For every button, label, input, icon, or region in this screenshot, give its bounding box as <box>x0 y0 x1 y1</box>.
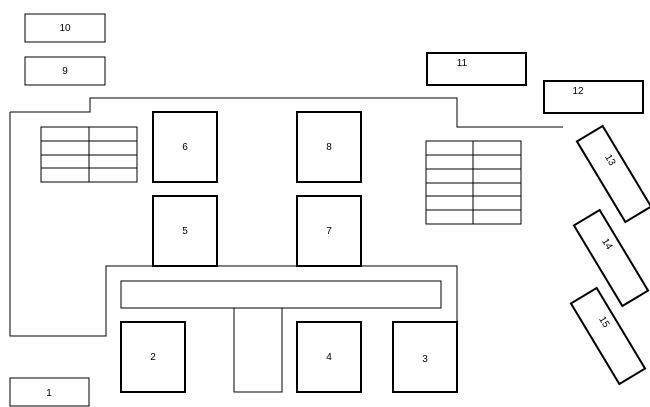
box-14[interactable]: 14 <box>572 208 650 308</box>
box-9-label: 9 <box>62 66 68 77</box>
box-11-label: 11 <box>457 58 468 69</box>
box-15-label: 15 <box>596 315 611 331</box>
bus-bar <box>120 280 442 309</box>
box-5-label: 5 <box>182 226 188 237</box>
box-2[interactable]: 2 <box>120 321 186 393</box>
center-block <box>233 307 283 393</box>
box-3[interactable]: 3 <box>392 321 458 393</box>
box-5[interactable]: 5 <box>152 195 218 267</box>
box-4-label: 4 <box>326 352 332 363</box>
box-1-label: 1 <box>46 388 52 399</box>
box-3-label: 3 <box>422 354 428 365</box>
right-fuse-grid <box>425 140 522 225</box>
box-12[interactable]: 12 <box>543 80 644 114</box>
box-6[interactable]: 6 <box>152 111 218 183</box>
box-9[interactable]: 9 <box>24 56 106 86</box>
left-fuse-grid <box>40 126 138 183</box>
box-6-label: 6 <box>182 142 188 153</box>
box-1[interactable]: 1 <box>9 377 90 407</box>
box-13[interactable]: 13 <box>575 124 650 224</box>
box-15[interactable]: 15 <box>569 286 647 386</box>
box-8[interactable]: 8 <box>296 111 362 183</box>
box-13-label: 13 <box>602 153 617 169</box>
box-10-label: 10 <box>59 23 71 34</box>
housing-outline <box>9 97 563 392</box>
box-10[interactable]: 10 <box>24 13 106 43</box>
box-12-label: 12 <box>572 86 584 97</box>
box-8-label: 8 <box>326 142 332 153</box>
box-7[interactable]: 7 <box>296 195 362 267</box>
box-4[interactable]: 4 <box>296 321 362 393</box>
box-2-label: 2 <box>150 352 156 363</box>
box-14-label: 14 <box>599 237 614 253</box>
box-11[interactable]: 11 <box>426 52 527 86</box>
box-7-label: 7 <box>326 226 332 237</box>
